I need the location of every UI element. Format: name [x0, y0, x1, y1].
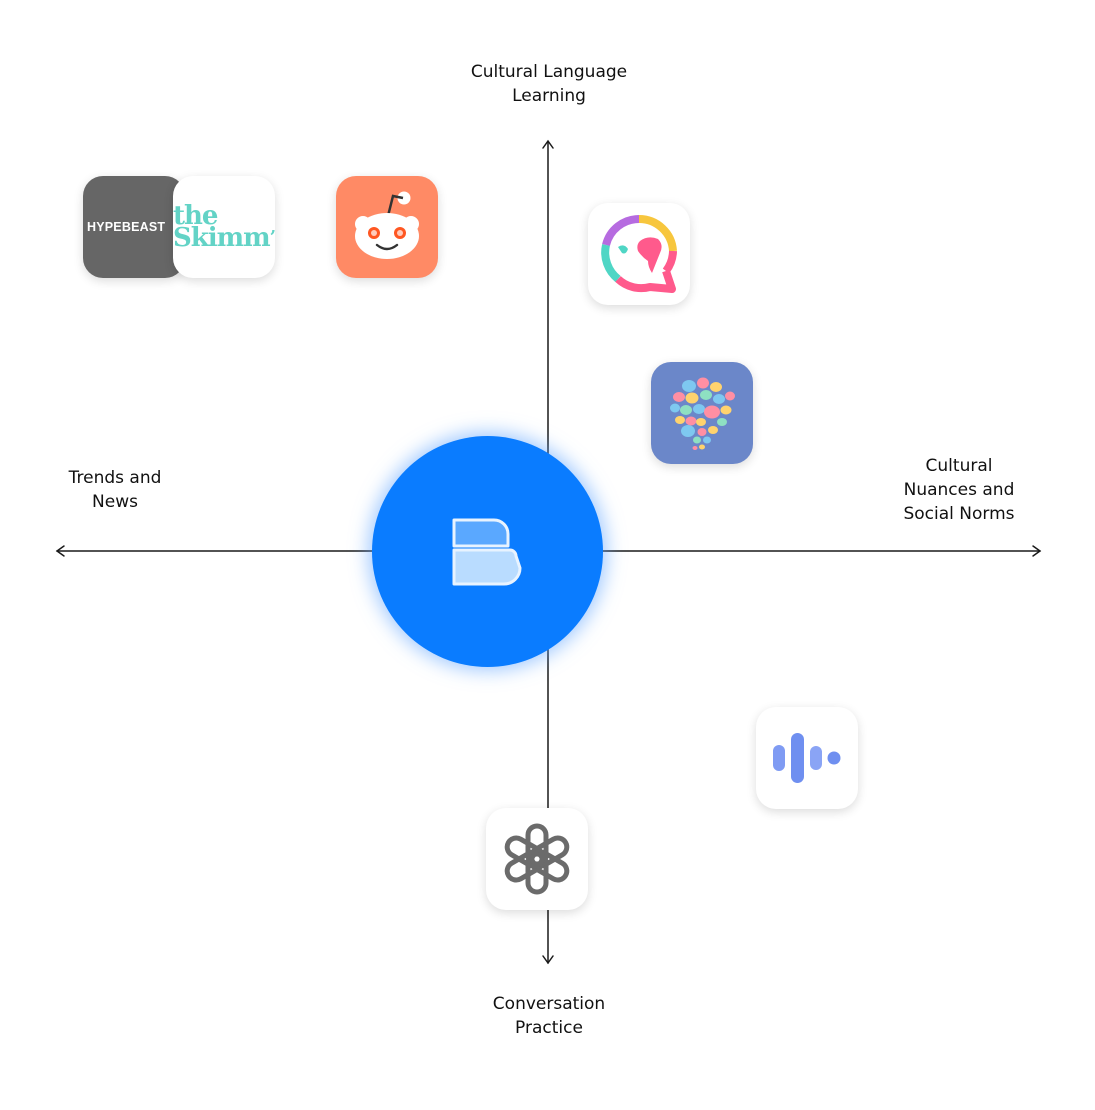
globe-chat-app-icon[interactable] — [588, 203, 690, 305]
axis-label-left: Trends and News — [68, 468, 162, 512]
globe-chat-icon — [601, 214, 677, 293]
hypebeast-wordmark: HYPEBEAST — [87, 220, 166, 234]
hypebeast-app-icon[interactable]: HYPEBEAST — [83, 176, 185, 278]
reddit-icon — [355, 191, 419, 259]
axis-arrow-right — [1032, 545, 1042, 557]
hellotalk-icon — [670, 377, 735, 450]
reddit-app-icon[interactable] — [336, 176, 438, 278]
axis-arrow-down — [542, 955, 554, 965]
theskimm-app-icon[interactable]: the Skimm’ — [173, 176, 275, 278]
axis-label-top: Cultural Language Learning — [470, 62, 628, 106]
voice-wave-icon — [773, 733, 841, 783]
axis-arrow-up — [542, 139, 554, 149]
hellotalk-app-icon[interactable] — [651, 362, 753, 464]
axis-arrow-left — [55, 545, 65, 557]
theskimm-wordmark: the Skimm’ — [173, 201, 275, 253]
central-b-logo[interactable] — [372, 436, 603, 667]
openai-app-icon[interactable] — [486, 808, 588, 910]
voice-app-icon[interactable] — [756, 707, 858, 809]
axis-label-bottom: Conversation Practice — [492, 994, 606, 1038]
openai-icon — [504, 823, 570, 895]
b-logo-icon — [452, 518, 521, 585]
axis-label-right: Cultural Nuances and Social Norms — [903, 456, 1015, 524]
